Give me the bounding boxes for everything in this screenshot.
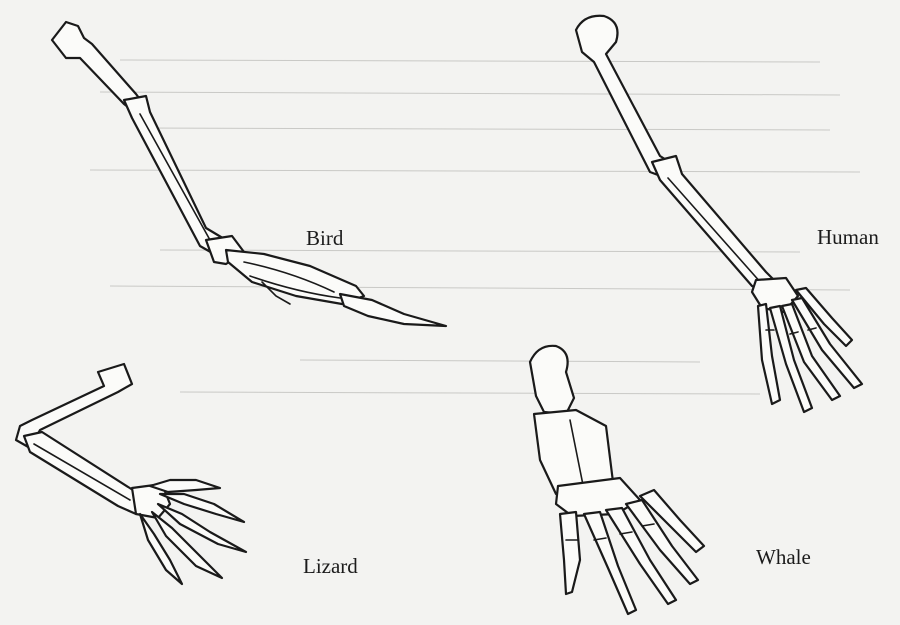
- bird-label: Bird: [306, 228, 343, 249]
- human-label: Human: [817, 227, 879, 248]
- bird-forearm: [124, 96, 226, 254]
- bird-digit: [340, 294, 446, 326]
- lizard-label: Lizard: [303, 556, 358, 577]
- whale-humerus: [530, 346, 574, 414]
- human-fingers: [758, 288, 862, 412]
- bird-wing-skeleton: [52, 22, 446, 326]
- bird-humerus: [52, 22, 142, 110]
- human-humerus: [576, 16, 676, 178]
- whale-flipper-skeleton: [530, 346, 704, 614]
- human-arm-skeleton: [576, 16, 862, 412]
- human-forearm: [652, 156, 778, 294]
- whale-wrist: [556, 478, 640, 516]
- lizard-limb-skeleton: [16, 364, 246, 584]
- lizard-forearm: [24, 432, 148, 514]
- whale-label: Whale: [756, 547, 811, 568]
